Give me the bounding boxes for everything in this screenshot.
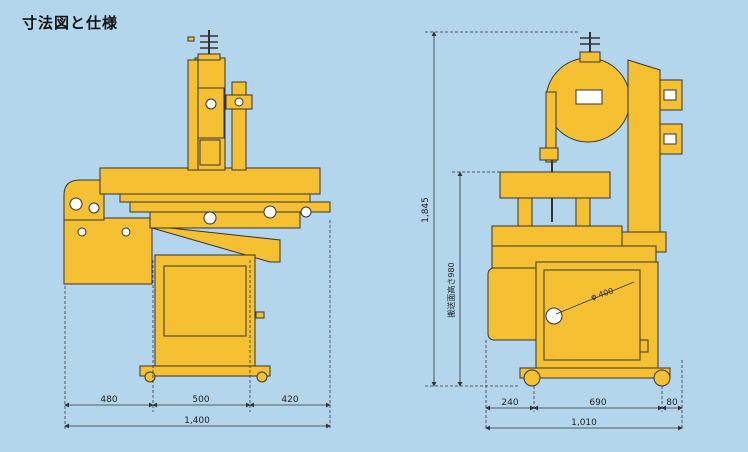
- side-view-machine: [487, 32, 683, 387]
- front-view-machine: [63, 30, 331, 383]
- front-dim-total: 1,400: [184, 416, 210, 426]
- front-dimensions: [64, 220, 331, 430]
- front-base: [139, 365, 271, 377]
- front-motor-box: [63, 217, 153, 285]
- side-table: [499, 171, 611, 199]
- front-dim-center: 500: [192, 395, 209, 405]
- side-column: [627, 59, 661, 241]
- side-height-total: 1,845: [421, 197, 431, 223]
- side-dimensions: [425, 31, 683, 431]
- side-wheel-right: [653, 369, 671, 387]
- front-main-table: [99, 167, 321, 195]
- side-dim-left: 240: [501, 398, 518, 408]
- side-dim-right: 80: [666, 398, 678, 408]
- front-guard: [63, 179, 105, 221]
- side-dim-total: 1,010: [571, 418, 597, 428]
- side-table-height: 搬送面高さ980: [446, 262, 456, 317]
- side-wheel-left: [523, 369, 541, 387]
- side-dim-center: 690: [589, 398, 606, 408]
- side-base: [519, 367, 671, 379]
- front-dim-left: 480: [100, 395, 117, 405]
- page-title: 寸法図と仕様: [22, 14, 119, 32]
- front-dim-right: 420: [281, 395, 298, 405]
